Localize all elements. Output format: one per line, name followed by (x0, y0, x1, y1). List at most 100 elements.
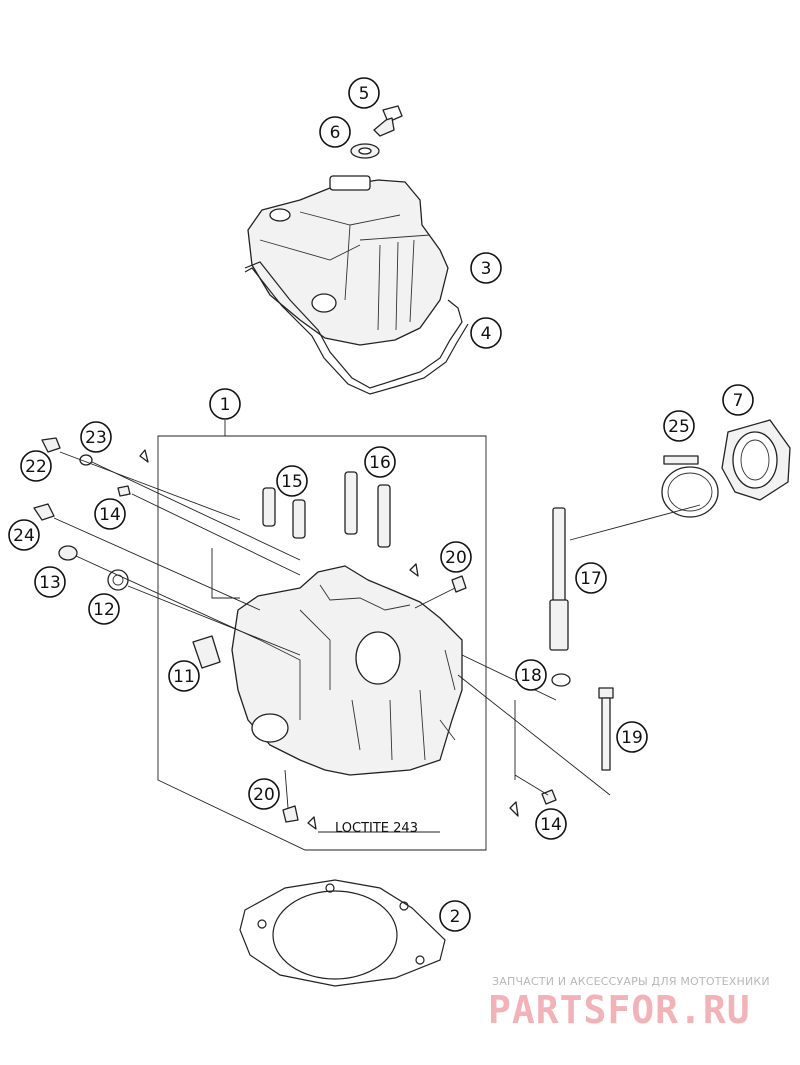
intake-flange (721, 419, 791, 501)
valve-guides-16 (344, 471, 391, 548)
fitting-24 (33, 503, 55, 521)
dowel-11 (192, 635, 221, 669)
pin-20-upper (451, 575, 467, 593)
callout-number: 20 (253, 785, 275, 805)
callout-number: 12 (93, 600, 115, 620)
callout-23: 23 (80, 421, 112, 453)
callout-circle (80, 421, 112, 453)
callout-22: 22 (20, 450, 52, 482)
callout-number: 11 (173, 667, 195, 687)
callout-number: 3 (481, 259, 492, 279)
leader-lines (53, 451, 701, 833)
callout-20: 20 (440, 541, 472, 573)
callout-number: 20 (445, 548, 467, 568)
loctite-note: LOCTITE 243 (335, 821, 418, 836)
callout-circle (515, 659, 547, 691)
callout-circle (20, 450, 52, 482)
callout-circle (575, 562, 607, 594)
bolt-19 (598, 687, 614, 771)
callout-number: 22 (25, 457, 47, 477)
callout-25: 25 (663, 410, 695, 442)
callout-circle (616, 721, 648, 753)
callout-number: 17 (580, 569, 602, 589)
callout-4: 4 (470, 317, 502, 349)
callout-18: 18 (515, 659, 547, 691)
plug-screw-22 (41, 437, 61, 453)
callout-number: 1 (220, 395, 231, 415)
callout-7: 7 (722, 384, 754, 416)
callout-number: 14 (99, 505, 121, 525)
callout-number: 23 (85, 428, 107, 448)
callout-number: 14 (540, 815, 562, 835)
callout-17: 17 (575, 562, 607, 594)
callout-circle (440, 541, 472, 573)
callout-3: 3 (470, 252, 502, 284)
valve-guides-15 (262, 487, 306, 539)
callout-circle (319, 116, 351, 148)
callout-circle (722, 384, 754, 416)
callout-number: 4 (481, 324, 492, 344)
callout-1: 1 (209, 388, 241, 420)
cover-screw-seal (350, 143, 380, 159)
callout-circle (348, 77, 380, 109)
callout-14: 14 (94, 498, 126, 530)
cylinder-head-group-box (157, 435, 487, 851)
callout-number: 19 (621, 728, 643, 748)
callout-14: 14 (535, 808, 567, 840)
callout-circle (364, 446, 396, 478)
plug-13 (58, 545, 78, 561)
valve-cover-gasket (244, 261, 469, 395)
callout-20: 20 (248, 778, 280, 810)
callout-number: 2 (450, 907, 461, 927)
callout-number: 7 (733, 391, 744, 411)
callout-circle (470, 252, 502, 284)
callout-13: 13 (34, 566, 66, 598)
callout-24: 24 (8, 519, 40, 551)
callout-number: 13 (39, 573, 61, 593)
callout-circle (8, 519, 40, 551)
callout-2: 2 (439, 900, 471, 932)
callout-circle (88, 593, 120, 625)
callout-circle (535, 808, 567, 840)
pin-20-lower (282, 805, 299, 823)
callout-circle (94, 498, 126, 530)
callout-19: 19 (616, 721, 648, 753)
callout-11: 11 (168, 660, 200, 692)
callout-number: 5 (359, 84, 370, 104)
callout-number: 18 (520, 666, 542, 686)
callout-number: 25 (668, 417, 690, 437)
callout-number: 15 (281, 472, 303, 492)
callout-circle (276, 465, 308, 497)
callout-circle (248, 778, 280, 810)
callout-number: 16 (369, 453, 391, 473)
loctite-drop-lower (307, 816, 317, 830)
callout-circle (209, 388, 241, 420)
callout-circle (470, 317, 502, 349)
dowel-14-upper (117, 449, 149, 497)
watermark-logo: PARTSFOR.RU (488, 988, 751, 1032)
callout-circle (168, 660, 200, 692)
valve-cover (247, 175, 449, 346)
cylinder-head-gasket (239, 879, 446, 987)
callout-number: 24 (13, 526, 35, 546)
hose-clamp (661, 455, 719, 518)
seal-ring-12 (107, 569, 129, 591)
callout-6: 6 (319, 116, 351, 148)
watermark-tagline: ЗАПЧАСТИ И АКСЕССУАРЫ ДЛЯ МОТОТЕХНИКИ (492, 975, 770, 988)
loctite-drop-upper (409, 563, 419, 577)
cylinder-head (231, 565, 463, 776)
callout-5: 5 (348, 77, 380, 109)
callout-number: 6 (330, 123, 341, 143)
callout-15: 15 (276, 465, 308, 497)
callout-circle (439, 900, 471, 932)
callout-circle (663, 410, 695, 442)
callout-circle (34, 566, 66, 598)
callout-16: 16 (364, 446, 396, 478)
stud-bolt-17 (549, 507, 569, 651)
callout-12: 12 (88, 593, 120, 625)
washer-18 (551, 673, 571, 687)
cover-screw (373, 105, 403, 137)
